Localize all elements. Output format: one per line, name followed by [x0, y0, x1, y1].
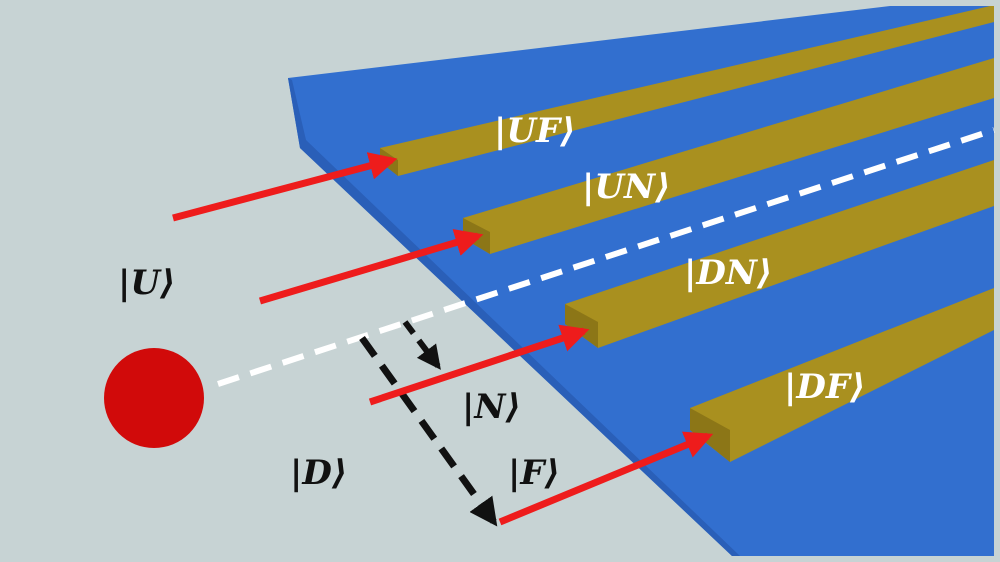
label-n: |N⟩: [462, 387, 521, 427]
red-arrow-un: [258, 228, 484, 305]
label-d: |D⟩: [290, 453, 347, 493]
label-un: |UN⟩: [582, 167, 671, 207]
propagation-dashed-line: [217, 127, 995, 387]
label-dn: |DN⟩: [684, 253, 772, 293]
label-uf: |UF⟩: [494, 111, 576, 151]
particle-source: [104, 348, 204, 448]
red-arrow-dn: [368, 324, 590, 406]
red-arrow-df: [498, 431, 714, 526]
dashed-arrow-to-n: [402, 320, 441, 370]
dashed-arrow-to-f: [359, 335, 498, 527]
red-arrow-uf: [172, 152, 398, 222]
label-f: |F⟩: [508, 453, 560, 493]
label-df: |DF⟩: [784, 367, 866, 407]
label-u: |U⟩: [118, 263, 176, 303]
